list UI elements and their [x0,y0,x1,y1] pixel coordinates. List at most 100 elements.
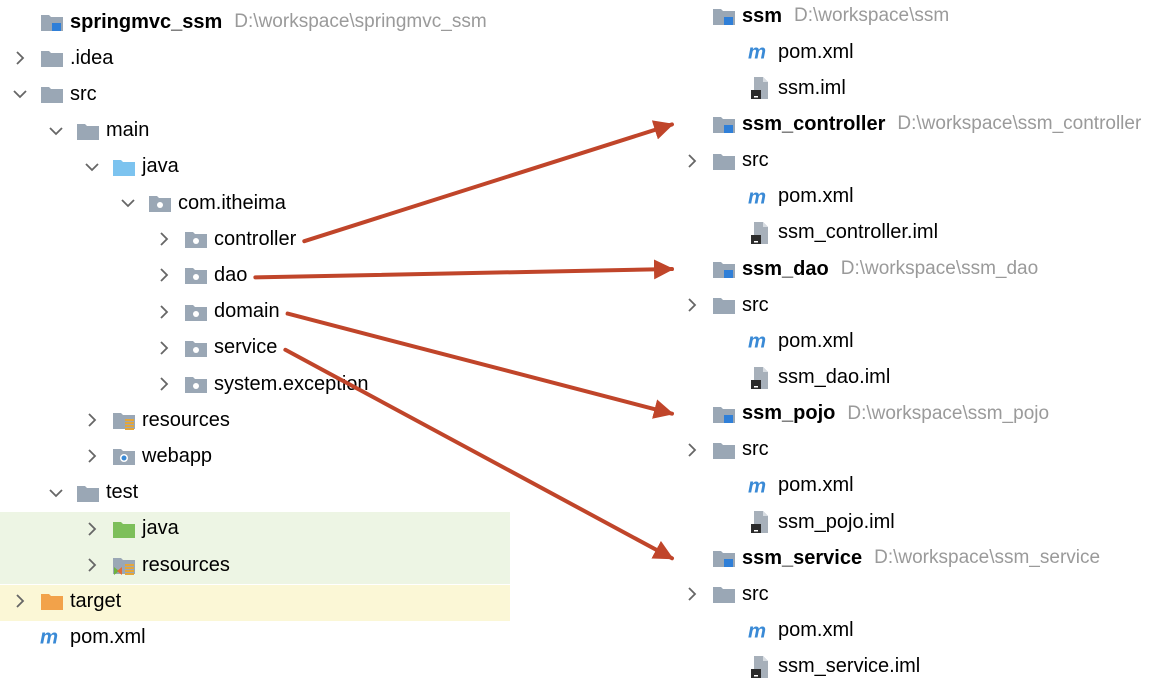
tree-row-src[interactable]: src [12,76,97,112]
chevron-right-icon[interactable] [84,557,100,573]
svg-text:m: m [748,42,766,62]
tree-row-resources[interactable]: resources [84,402,230,438]
tree-row-label: ssm [742,4,783,27]
package-icon [184,300,208,324]
chevron-right-icon[interactable] [84,412,100,428]
tree-row-label: src [742,149,769,172]
tree-row-ssm_pojo-src[interactable]: src [684,432,769,468]
tree-row-ssm_service-src[interactable]: src [684,576,769,612]
tree-row-ssm_dao-src[interactable]: src [684,287,769,323]
package-icon [184,372,208,396]
iml-file-icon [748,366,772,390]
module-folder-icon [712,546,736,570]
tree-row-ssm_service-pom[interactable]: m pom.xml [720,613,854,649]
tree-row-label: .idea [70,46,114,69]
svg-text:m: m [748,476,766,496]
chevron-right-icon[interactable] [84,448,100,464]
tree-row-domain[interactable]: domain [156,294,280,330]
arrow-dao-to-ssm_dao [253,259,674,280]
tree-row-ssm_service-iml[interactable]: ssm_service.iml [720,649,920,685]
tree-row-ssm_dao-pom[interactable]: m pom.xml [720,323,854,359]
chevron-down-icon[interactable] [48,485,64,501]
package-icon [148,191,172,215]
tree-row-ssm_controller-src[interactable]: src [684,143,769,179]
package-icon [184,263,208,287]
svg-text:m: m [40,627,58,647]
chevron-down-icon[interactable] [120,195,136,211]
tree-row-dao[interactable]: dao [156,257,247,293]
tree-row-label: ssm_pojo [742,402,836,425]
tree-row-label: springmvc_ssm [70,10,223,33]
folder-gray-icon [76,481,100,505]
chevron-right-icon[interactable] [684,153,700,169]
module-folder-icon [40,10,64,34]
chevron-right-icon[interactable] [684,297,700,313]
tree-row-service[interactable]: service [156,330,277,366]
chevron-right-icon[interactable] [684,442,700,458]
module-path: D:\workspace\ssm_pojo [847,402,1050,424]
tree-row-label: src [742,582,769,605]
tree-row-test-resources[interactable]: resources [84,547,230,583]
chevron-right-icon[interactable] [156,376,172,392]
module-path: D:\workspace\ssm_dao [840,258,1039,280]
tree-row-webapp[interactable]: webapp [84,438,212,474]
tree-row-label: webapp [142,444,213,467]
chevron-down-icon[interactable] [84,159,100,175]
package-icon [184,336,208,360]
chevron-right-icon[interactable] [156,304,172,320]
chevron-right-icon[interactable] [684,586,700,602]
tree-row-system-exception[interactable]: system.exception [156,366,369,402]
folder-orange-icon [40,589,64,613]
tree-row-label: pom.xml [778,185,854,208]
chevron-down-icon[interactable] [12,86,28,102]
tree-row-main[interactable]: main [48,113,149,149]
chevron-right-icon[interactable] [156,267,172,283]
iml-file-icon [748,510,772,534]
tree-row-label: dao [214,263,248,286]
tree-row-ssm_pojo[interactable]: ssm_pojo D:\workspace\ssm_pojo [684,396,1049,432]
module-path: D:\workspace\ssm_controller [897,113,1142,135]
chevron-right-icon[interactable] [156,340,172,356]
tree-row-ssm_controller-iml[interactable]: ssm_controller.iml [720,215,938,251]
iml-file-icon [748,221,772,245]
chevron-right-icon[interactable] [84,521,100,537]
chevron-down-icon[interactable] [48,123,64,139]
tree-row-label: ssm_controller [742,112,886,135]
iml-file-icon [748,76,772,100]
maven-icon: m [40,625,64,649]
tree-row-label: src [742,438,769,461]
tree-row-com-itheima[interactable]: com.itheima [120,185,286,221]
test-sources-highlight [0,512,510,584]
tree-row-ssm_controller[interactable]: ssm_controller D:\workspace\ssm_controlle… [684,106,1141,142]
folder-gray-icon [712,438,736,462]
chevron-right-icon[interactable] [12,50,28,66]
tree-row-controller[interactable]: controller [156,221,296,257]
tree-row-idea[interactable]: .idea [12,40,113,76]
tree-row-label: target [70,589,122,612]
tree-row-ssm_pojo-iml[interactable]: ssm_pojo.iml [720,504,895,540]
tree-row-test[interactable]: test [48,475,138,511]
tree-row-label: resources [142,553,230,576]
tree-row-ssm_dao-iml[interactable]: ssm_dao.iml [720,360,890,396]
tree-row-java[interactable]: java [84,149,179,185]
tree-row-label: pom.xml [778,329,854,352]
svg-text:m: m [748,621,766,641]
tree-row-test-java[interactable]: java [84,511,179,547]
tree-row-target[interactable]: target [12,583,121,619]
tree-row-label: pom.xml [778,619,854,642]
iml-file-icon [748,655,772,679]
folder-blue-icon [112,155,136,179]
chevron-right-icon[interactable] [156,231,172,247]
maven-icon: m [748,329,772,353]
tree-row-label: ssm.iml [778,76,846,99]
tree-row-ssm-iml[interactable]: ssm.iml [720,70,846,106]
chevron-right-icon[interactable] [12,593,28,609]
